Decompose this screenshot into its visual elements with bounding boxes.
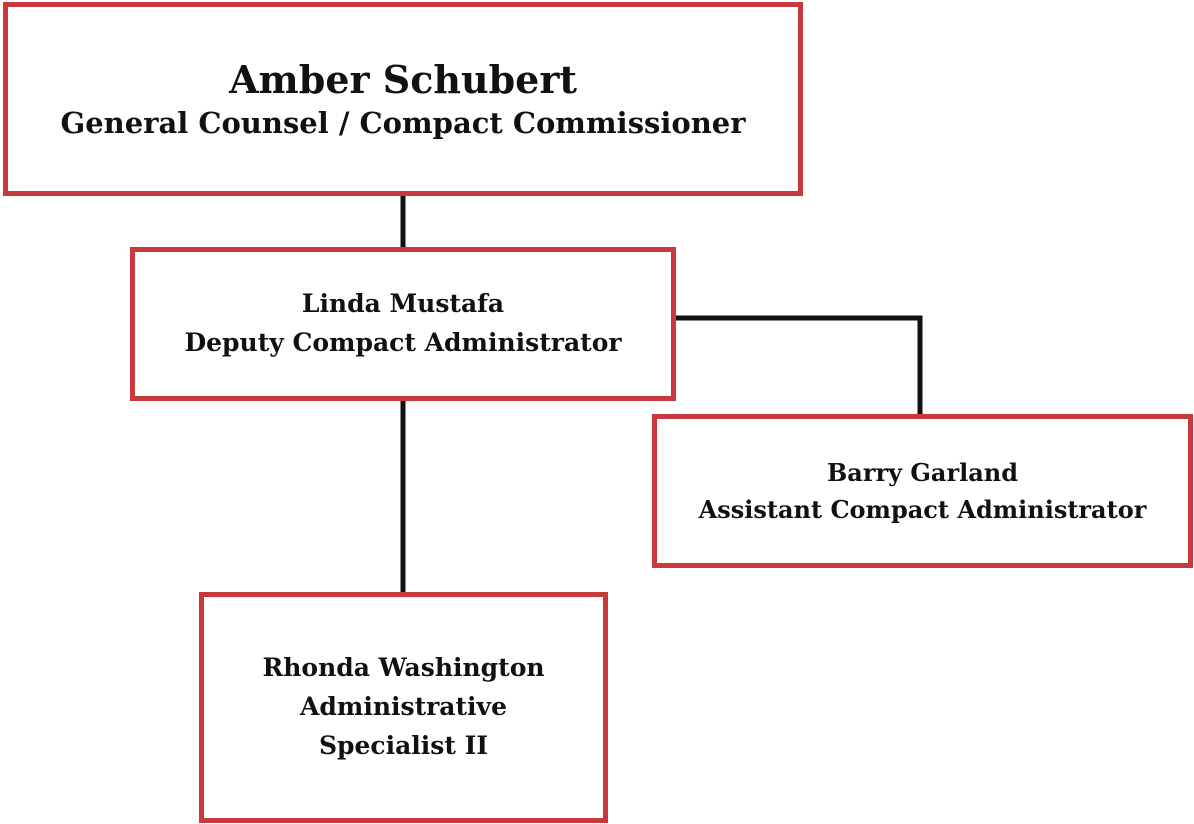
admin-specialist-box: Rhonda Washington Administrative Special…	[199, 592, 608, 823]
admin-specialist-name: Rhonda Washington	[262, 653, 545, 683]
admin-specialist-title-line2: Specialist II	[318, 730, 489, 760]
assistant-name: Barry Garland	[826, 457, 1018, 487]
assistant-box: Barry Garland Assistant Compact Administ…	[652, 414, 1193, 568]
deputy-name: Linda Mustafa	[301, 289, 505, 319]
commissioner-title: General Counsel / Compact Commissioner	[60, 105, 746, 140]
deputy-box: Linda Mustafa Deputy Compact Administrat…	[130, 247, 676, 401]
commissioner-box: Amber Schubert General Counsel / Compact…	[3, 2, 803, 196]
commissioner-name: Amber Schubert	[229, 57, 577, 103]
assistant-title: Assistant Compact Administrator	[698, 495, 1147, 524]
admin-specialist-title-line1: Administrative	[300, 692, 507, 722]
connector-deputy-assistant	[676, 315, 923, 415]
deputy-title: Deputy Compact Administrator	[184, 328, 622, 357]
